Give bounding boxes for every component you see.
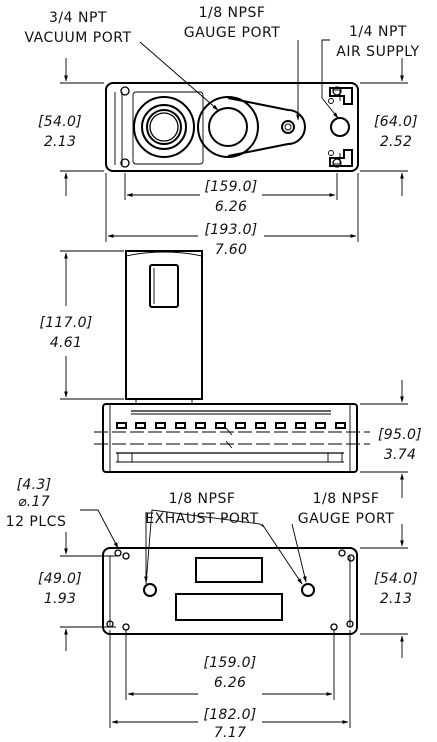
dim-overall-width-in: 7.60 <box>215 242 247 258</box>
dim-top-spacing-in: 6.26 <box>215 199 247 215</box>
gauge-port-label: GAUGE PORT <box>184 25 281 41</box>
exhaust-port-size: 1/8 NPSF <box>169 491 236 507</box>
dim-bottom-width-mm: [182.0] <box>203 707 256 723</box>
canister-window <box>149 264 179 308</box>
bottom-view-outline <box>102 547 358 635</box>
gauge-port-bottom <box>301 583 315 597</box>
dim-base-height-in: 3.74 <box>384 447 416 463</box>
dim-top-height-mm: [54.0] <box>38 114 82 130</box>
hole-count: 12 PLCS <box>6 514 67 530</box>
mounting-hole <box>120 158 130 168</box>
gauge-port-boss <box>227 97 306 157</box>
exhaust-port <box>143 583 157 597</box>
dim-bottom-width-in: 7.17 <box>214 725 246 741</box>
filter-canister <box>125 250 203 400</box>
bottom-view <box>60 509 408 728</box>
callout-gauge-port-bottom: 1/8 NPSF GAUGE PORT <box>298 491 395 527</box>
dim-bottom-right-mm: [54.0] <box>374 571 418 587</box>
side-view <box>60 250 408 498</box>
hole-diameter-in: ⌀.17 <box>18 494 50 510</box>
gauge-port-bottom-size: 1/8 NPSF <box>313 491 380 507</box>
air-supply-label: AIR SUPPLY <box>336 44 419 60</box>
vacuum-port-label: VACUUM PORT <box>24 30 131 46</box>
dim-bottom-spacing-in: 6.26 <box>214 675 246 691</box>
dim-bottom-right-in: 2.13 <box>380 591 412 607</box>
air-supply-size: 1/4 NPT <box>349 24 407 40</box>
dim-bottom-left-mm: [49.0] <box>38 571 82 587</box>
callout-vacuum-port: 3/4 NPT VACUUM PORT <box>24 10 131 46</box>
dim-bottom-left-in: 1.93 <box>44 591 76 607</box>
air-supply-port <box>330 117 350 137</box>
dim-body-height-mm: [117.0] <box>39 315 92 331</box>
hole-diameter-mm: [4.3] <box>17 477 52 493</box>
gauge-port-size: 1/8 NPSF <box>199 5 266 21</box>
vacuum-port <box>133 96 195 158</box>
gauge-port-bottom-label: GAUGE PORT <box>298 511 395 527</box>
base-block <box>102 403 358 473</box>
dim-top-spacing-mm: [159.0] <box>204 179 257 195</box>
dim-top-height-right-mm: [64.0] <box>374 114 418 130</box>
gauge-port <box>281 120 295 134</box>
label-recess-bottom <box>175 593 283 621</box>
dim-overall-width-mm: [193.0] <box>204 222 257 238</box>
callout-exhaust-port: 1/8 NPSF EXHAUST PORT <box>145 491 258 527</box>
top-view <box>60 39 408 242</box>
callout-hole-spec: [4.3] ⌀.17 12 PLCS <box>6 477 67 530</box>
top-view-outline <box>105 82 359 172</box>
dim-top-height-right-in: 2.52 <box>380 134 412 150</box>
dim-bottom-spacing-mm: [159.0] <box>203 655 256 671</box>
callout-gauge-port-top: 1/8 NPSF GAUGE PORT <box>184 5 281 41</box>
label-recess-top <box>195 557 263 583</box>
exhaust-port-label: EXHAUST PORT <box>145 511 258 527</box>
dim-base-height-mm: [95.0] <box>378 427 422 443</box>
vacuum-port-size: 3/4 NPT <box>49 10 107 26</box>
dim-body-height-in: 4.61 <box>50 335 82 351</box>
callout-air-supply: 1/4 NPT AIR SUPPLY <box>336 24 419 60</box>
mounting-hole <box>120 86 130 96</box>
dim-top-height-in: 2.13 <box>44 134 76 150</box>
